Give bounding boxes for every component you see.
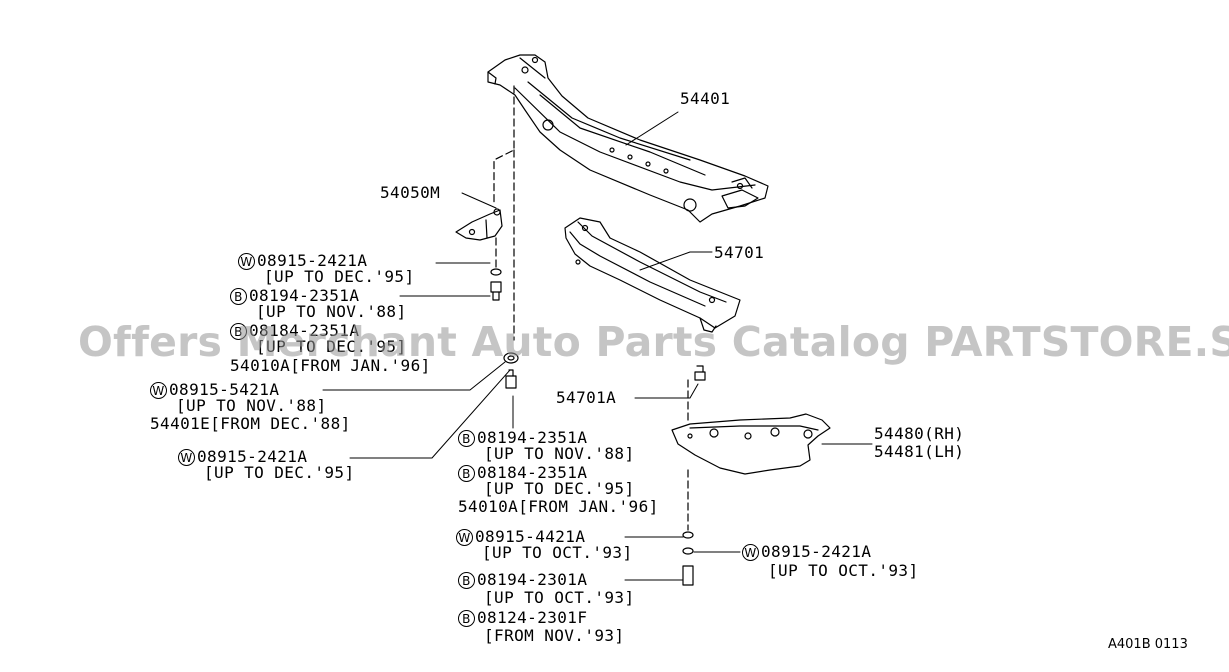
fasteners <box>490 268 706 586</box>
callout-note: [UP TO DEC.'95] <box>264 267 415 286</box>
part-label-54701[interactable]: 54701 <box>714 243 765 262</box>
bolt-badge-icon: B <box>458 610 475 627</box>
bolt-badge-icon: B <box>458 430 475 447</box>
callout-note: [UP TO DEC.'95] <box>204 463 355 482</box>
callout-alt[interactable]: 54010A[FROM JAN.'96] <box>230 356 431 375</box>
bolt-badge-icon: B <box>230 288 247 305</box>
callout-note: [UP TO OCT.'93] <box>768 561 919 580</box>
bolt-badge-icon: B <box>458 465 475 482</box>
part-label-54401[interactable]: 54401 <box>680 89 731 108</box>
callout-code: 08194-2351A <box>249 286 360 305</box>
callout-note: [UP TO NOV.'88] <box>176 396 327 415</box>
gusset-54480-54481 <box>671 413 831 475</box>
washer-badge-icon: W <box>456 529 473 546</box>
drawing-id: A401B 0113 <box>1108 637 1188 652</box>
washer-badge-icon: W <box>178 449 195 466</box>
callout-note: [UP TO DEC.'95] <box>484 479 635 498</box>
bolt-badge-icon: B <box>230 323 247 340</box>
reinforcement-54701 <box>564 217 741 333</box>
callout-code: 08184-2351A <box>249 321 360 340</box>
washer-badge-icon: W <box>238 253 255 270</box>
callout-alt[interactable]: 54401E[FROM DEC.'88] <box>150 414 351 433</box>
callout-code: 08915-4421A <box>475 527 586 546</box>
leader-lines <box>322 111 873 581</box>
callout-alt[interactable]: 54010A[FROM JAN.'96] <box>458 497 659 516</box>
washer-badge-icon: W <box>150 382 167 399</box>
callout-code: 08915-2421A <box>761 542 872 561</box>
callout-code: 08915-2421A <box>197 447 308 466</box>
callout-code: 08124-2301F <box>477 608 588 627</box>
callout-note: [UP TO DEC.'95] <box>256 337 407 356</box>
callout-note: [UP TO NOV.'88] <box>256 302 407 321</box>
bolt-badge-icon: B <box>458 572 475 589</box>
callout-note: [FROM NOV.'93] <box>484 626 625 645</box>
callout-code: 08194-2351A <box>477 428 588 447</box>
part-label-54050m[interactable]: 54050M <box>380 183 441 202</box>
washer-badge-icon: W <box>742 544 759 561</box>
callout-code: 08915-2421A <box>257 251 368 270</box>
callout-code: 08184-2351A <box>477 463 588 482</box>
suspension-member-54401 <box>487 54 769 223</box>
callout-note: [UP TO OCT.'93] <box>482 543 633 562</box>
callout-note: [UP TO NOV.'88] <box>484 444 635 463</box>
assembly-lines <box>493 85 689 531</box>
part-label-54701a[interactable]: 54701A <box>556 388 617 407</box>
bracket-54050m <box>455 208 503 241</box>
callout-note: [UP TO OCT.'93] <box>484 588 635 607</box>
part-label-54480[interactable]: 54480(RH) <box>874 424 965 443</box>
callout-code: 08194-2301A <box>477 570 588 589</box>
part-label-54481[interactable]: 54481(LH) <box>874 442 965 461</box>
callout-code: 08915-5421A <box>169 380 280 399</box>
watermark: Offers Merchant Auto Parts Catalog PARTS… <box>78 318 1229 366</box>
